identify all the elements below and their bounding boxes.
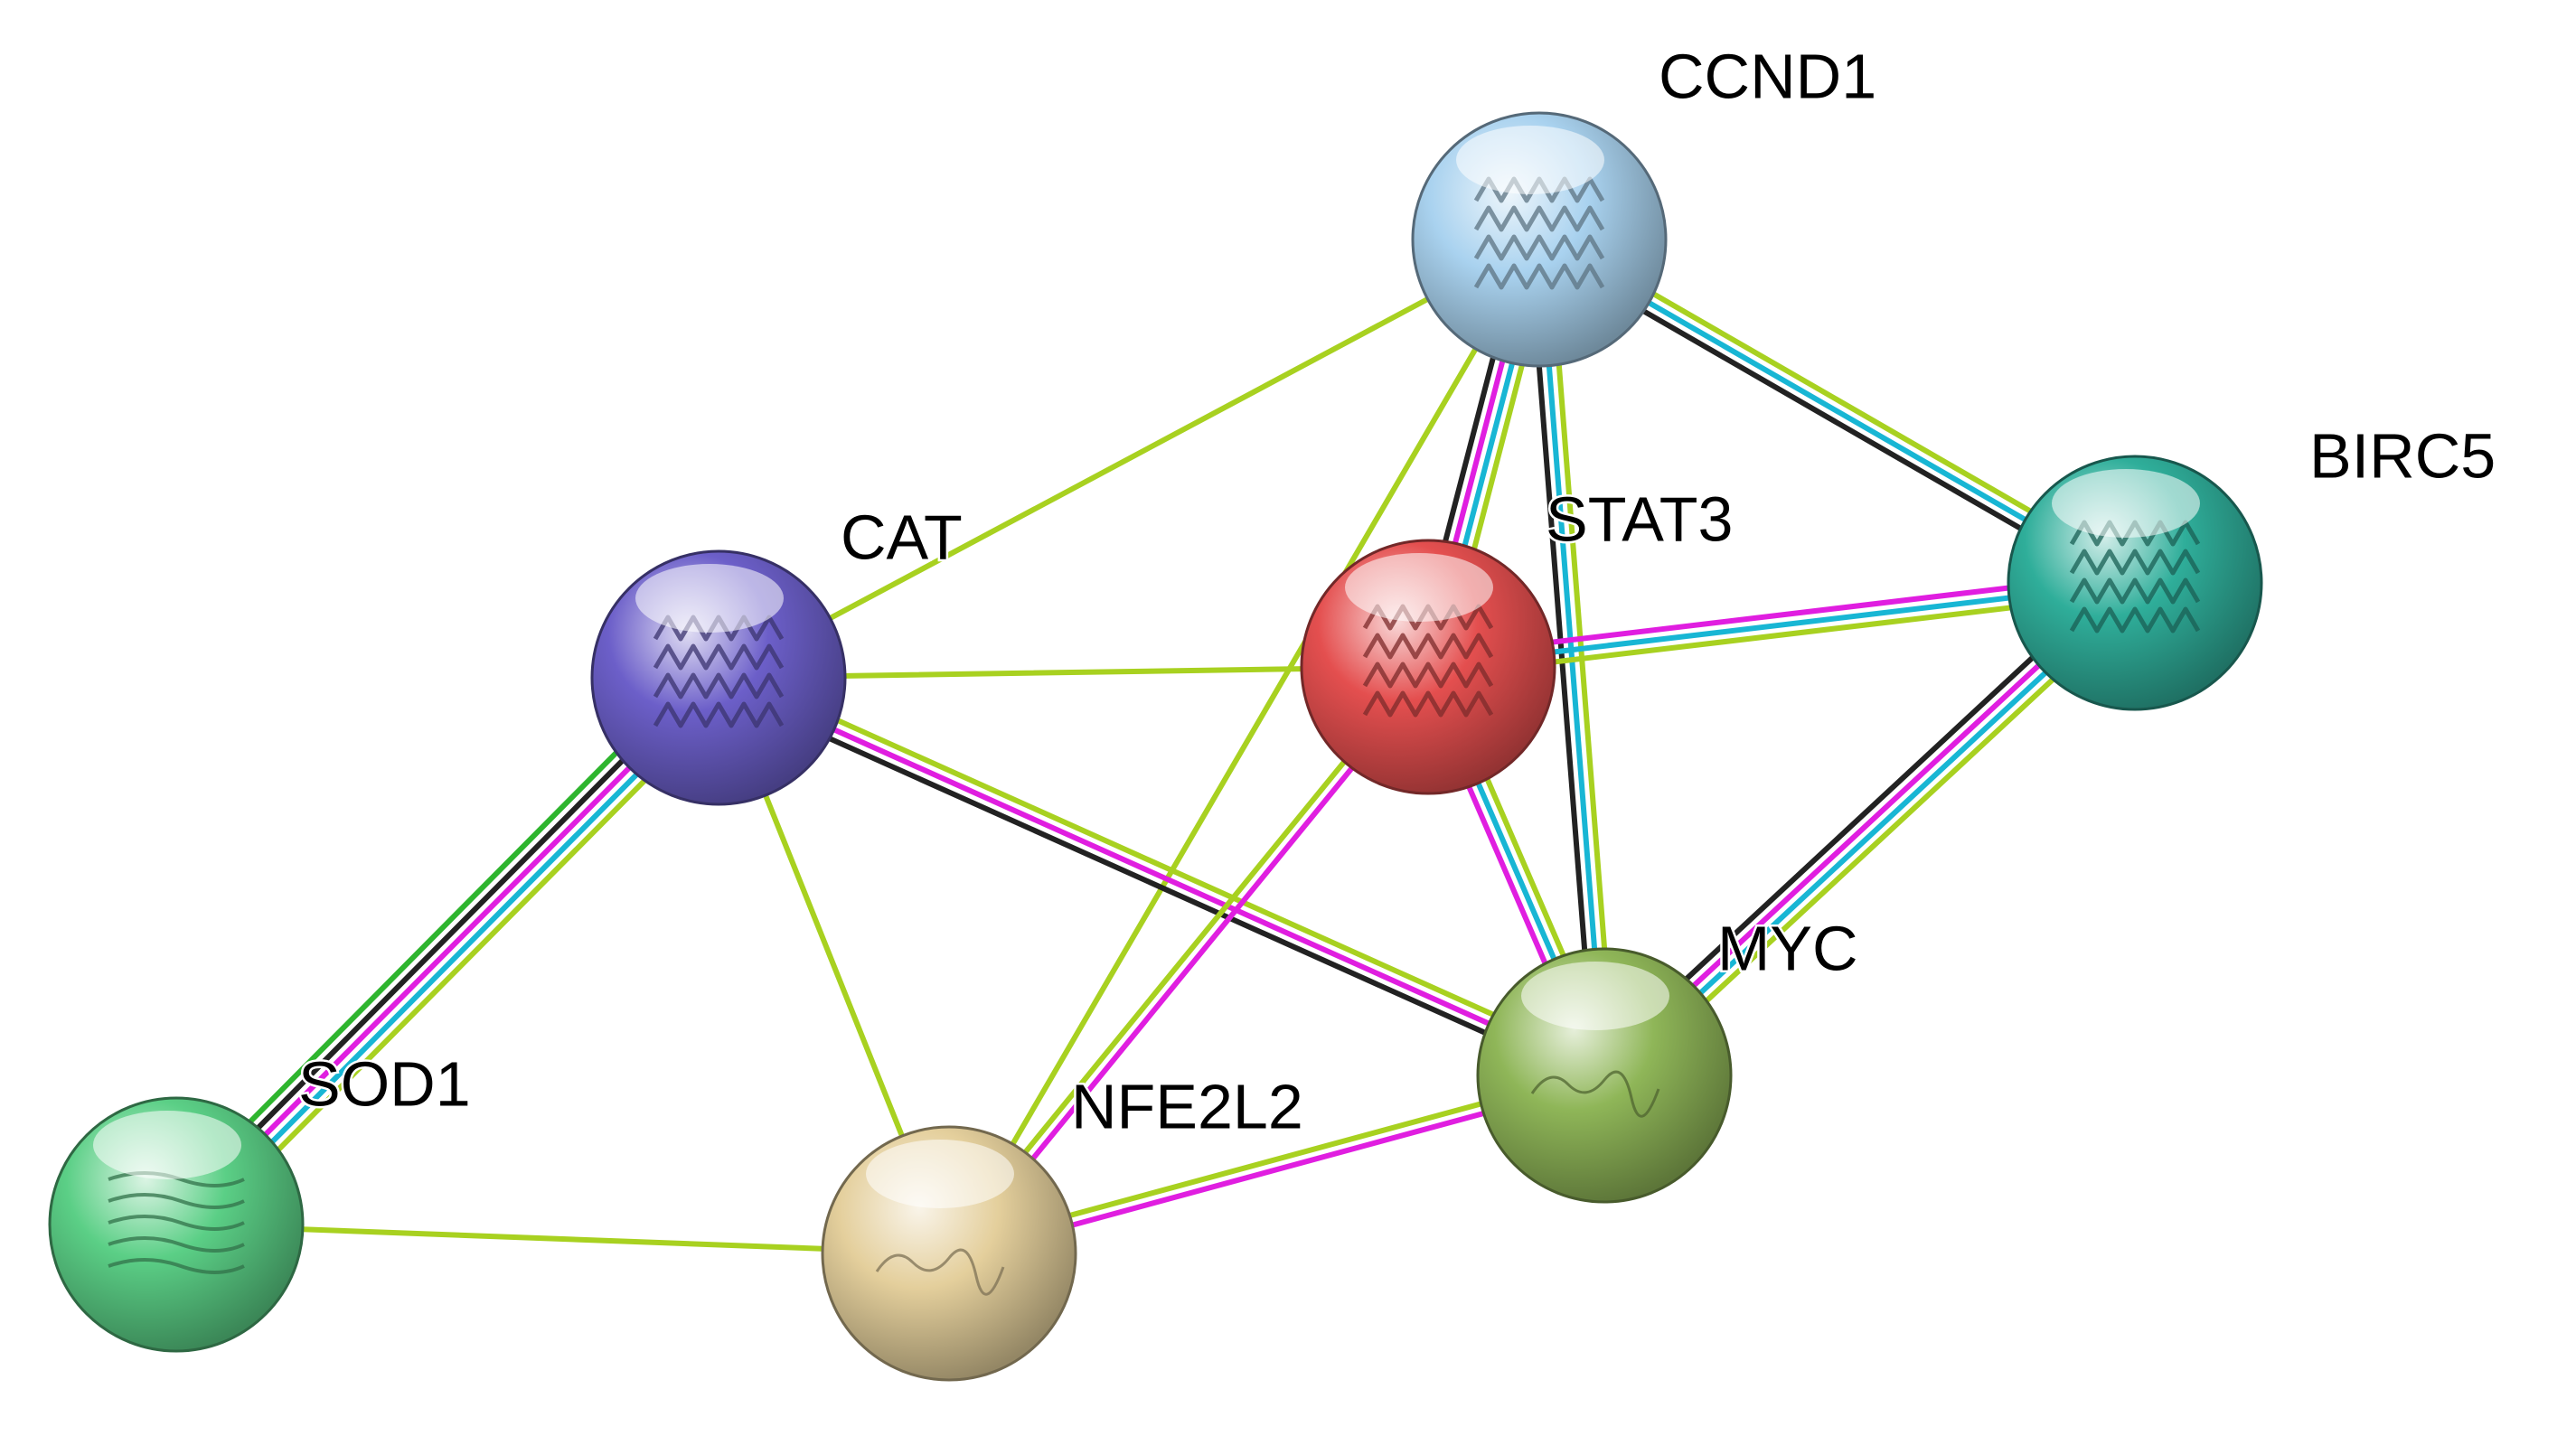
edge-evidence-coexpression: [166, 668, 715, 1221]
edge-cat-myc[interactable]: [711, 665, 1612, 1088]
edge-evidence-coexpression: [1527, 237, 1598, 1079]
node-highlight: [635, 564, 784, 633]
node-cat[interactable]: CAT: [590, 500, 964, 806]
coil-strand: [1530, 1070, 1660, 1118]
node-label: SOD1: [298, 1048, 471, 1119]
node-label: CAT: [841, 502, 963, 572]
helix-segment: [653, 672, 785, 699]
helix-segment: [1473, 234, 1605, 261]
node-highlight: [93, 1111, 241, 1179]
node-ccnd1[interactable]: CCND1: [1411, 39, 1879, 368]
sheet-strand: [108, 1258, 245, 1274]
node-birc5[interactable]: BIRC5: [2007, 418, 2498, 711]
node-highlight: [2052, 469, 2200, 538]
edge-evidence-textmining: [716, 237, 1542, 680]
helix-segment: [2069, 549, 2201, 576]
helix-segment: [2069, 606, 2201, 634]
edge-evidence-experimental: [716, 675, 1607, 1078]
node-highlight: [1521, 962, 1669, 1030]
edge-evidence-textmining: [187, 689, 736, 1242]
node-label: NFE2L2: [1071, 1071, 1303, 1141]
node-label: STAT3: [1546, 483, 1733, 554]
edge-evidence-textmining: [719, 665, 1612, 1069]
node-label: CCND1: [1659, 41, 1876, 111]
helix-segment: [1362, 690, 1494, 718]
node-label: BIRC5: [2309, 420, 2496, 491]
coil-structure-icon: [1530, 1070, 1660, 1118]
node-stat3[interactable]: STAT3: [1300, 482, 1735, 795]
coil-strand: [875, 1248, 1005, 1296]
helix-structure-icon: [1473, 176, 1605, 290]
helix-segment: [1473, 205, 1605, 232]
helix-structure-icon: [1362, 604, 1494, 718]
helix-segment: [2069, 577, 2201, 605]
node-sod1[interactable]: SOD1: [48, 1046, 473, 1353]
edge-ccnd1-cat[interactable]: [716, 237, 1542, 680]
edge-cat-sod1[interactable]: [159, 661, 736, 1242]
node-highlight: [866, 1140, 1014, 1208]
helix-segment: [1362, 633, 1494, 660]
edge-sod1-nfe2l2[interactable]: [174, 1222, 952, 1256]
node-highlight: [1456, 126, 1604, 194]
helix-segment: [1473, 263, 1605, 290]
sheet-strand: [108, 1215, 245, 1231]
edge-evidence-textmining: [174, 1222, 952, 1256]
node-label: MYC: [1717, 913, 1858, 983]
sheet-strand: [108, 1236, 245, 1253]
edge-evidence-neighborhood: [159, 661, 708, 1214]
sheet-strand: [108, 1193, 245, 1209]
edge-evidence-coexpression: [711, 684, 1603, 1088]
node-highlight: [1345, 553, 1493, 622]
helix-segment: [653, 643, 785, 671]
node-nfe2l2[interactable]: NFE2L2: [821, 1069, 1305, 1382]
edge-ccnd1-nfe2l2[interactable]: [946, 237, 1542, 1256]
sheet-structure-icon: [108, 1171, 245, 1274]
helix-segment: [653, 701, 785, 728]
node-myc[interactable]: MYC: [1476, 911, 1860, 1204]
helix-segment: [1362, 662, 1494, 689]
edge-evidence-experimental: [174, 675, 721, 1227]
edge-evidence-textmining: [946, 237, 1542, 1256]
coil-structure-icon: [875, 1248, 1005, 1296]
edge-evidence-database: [180, 681, 729, 1234]
